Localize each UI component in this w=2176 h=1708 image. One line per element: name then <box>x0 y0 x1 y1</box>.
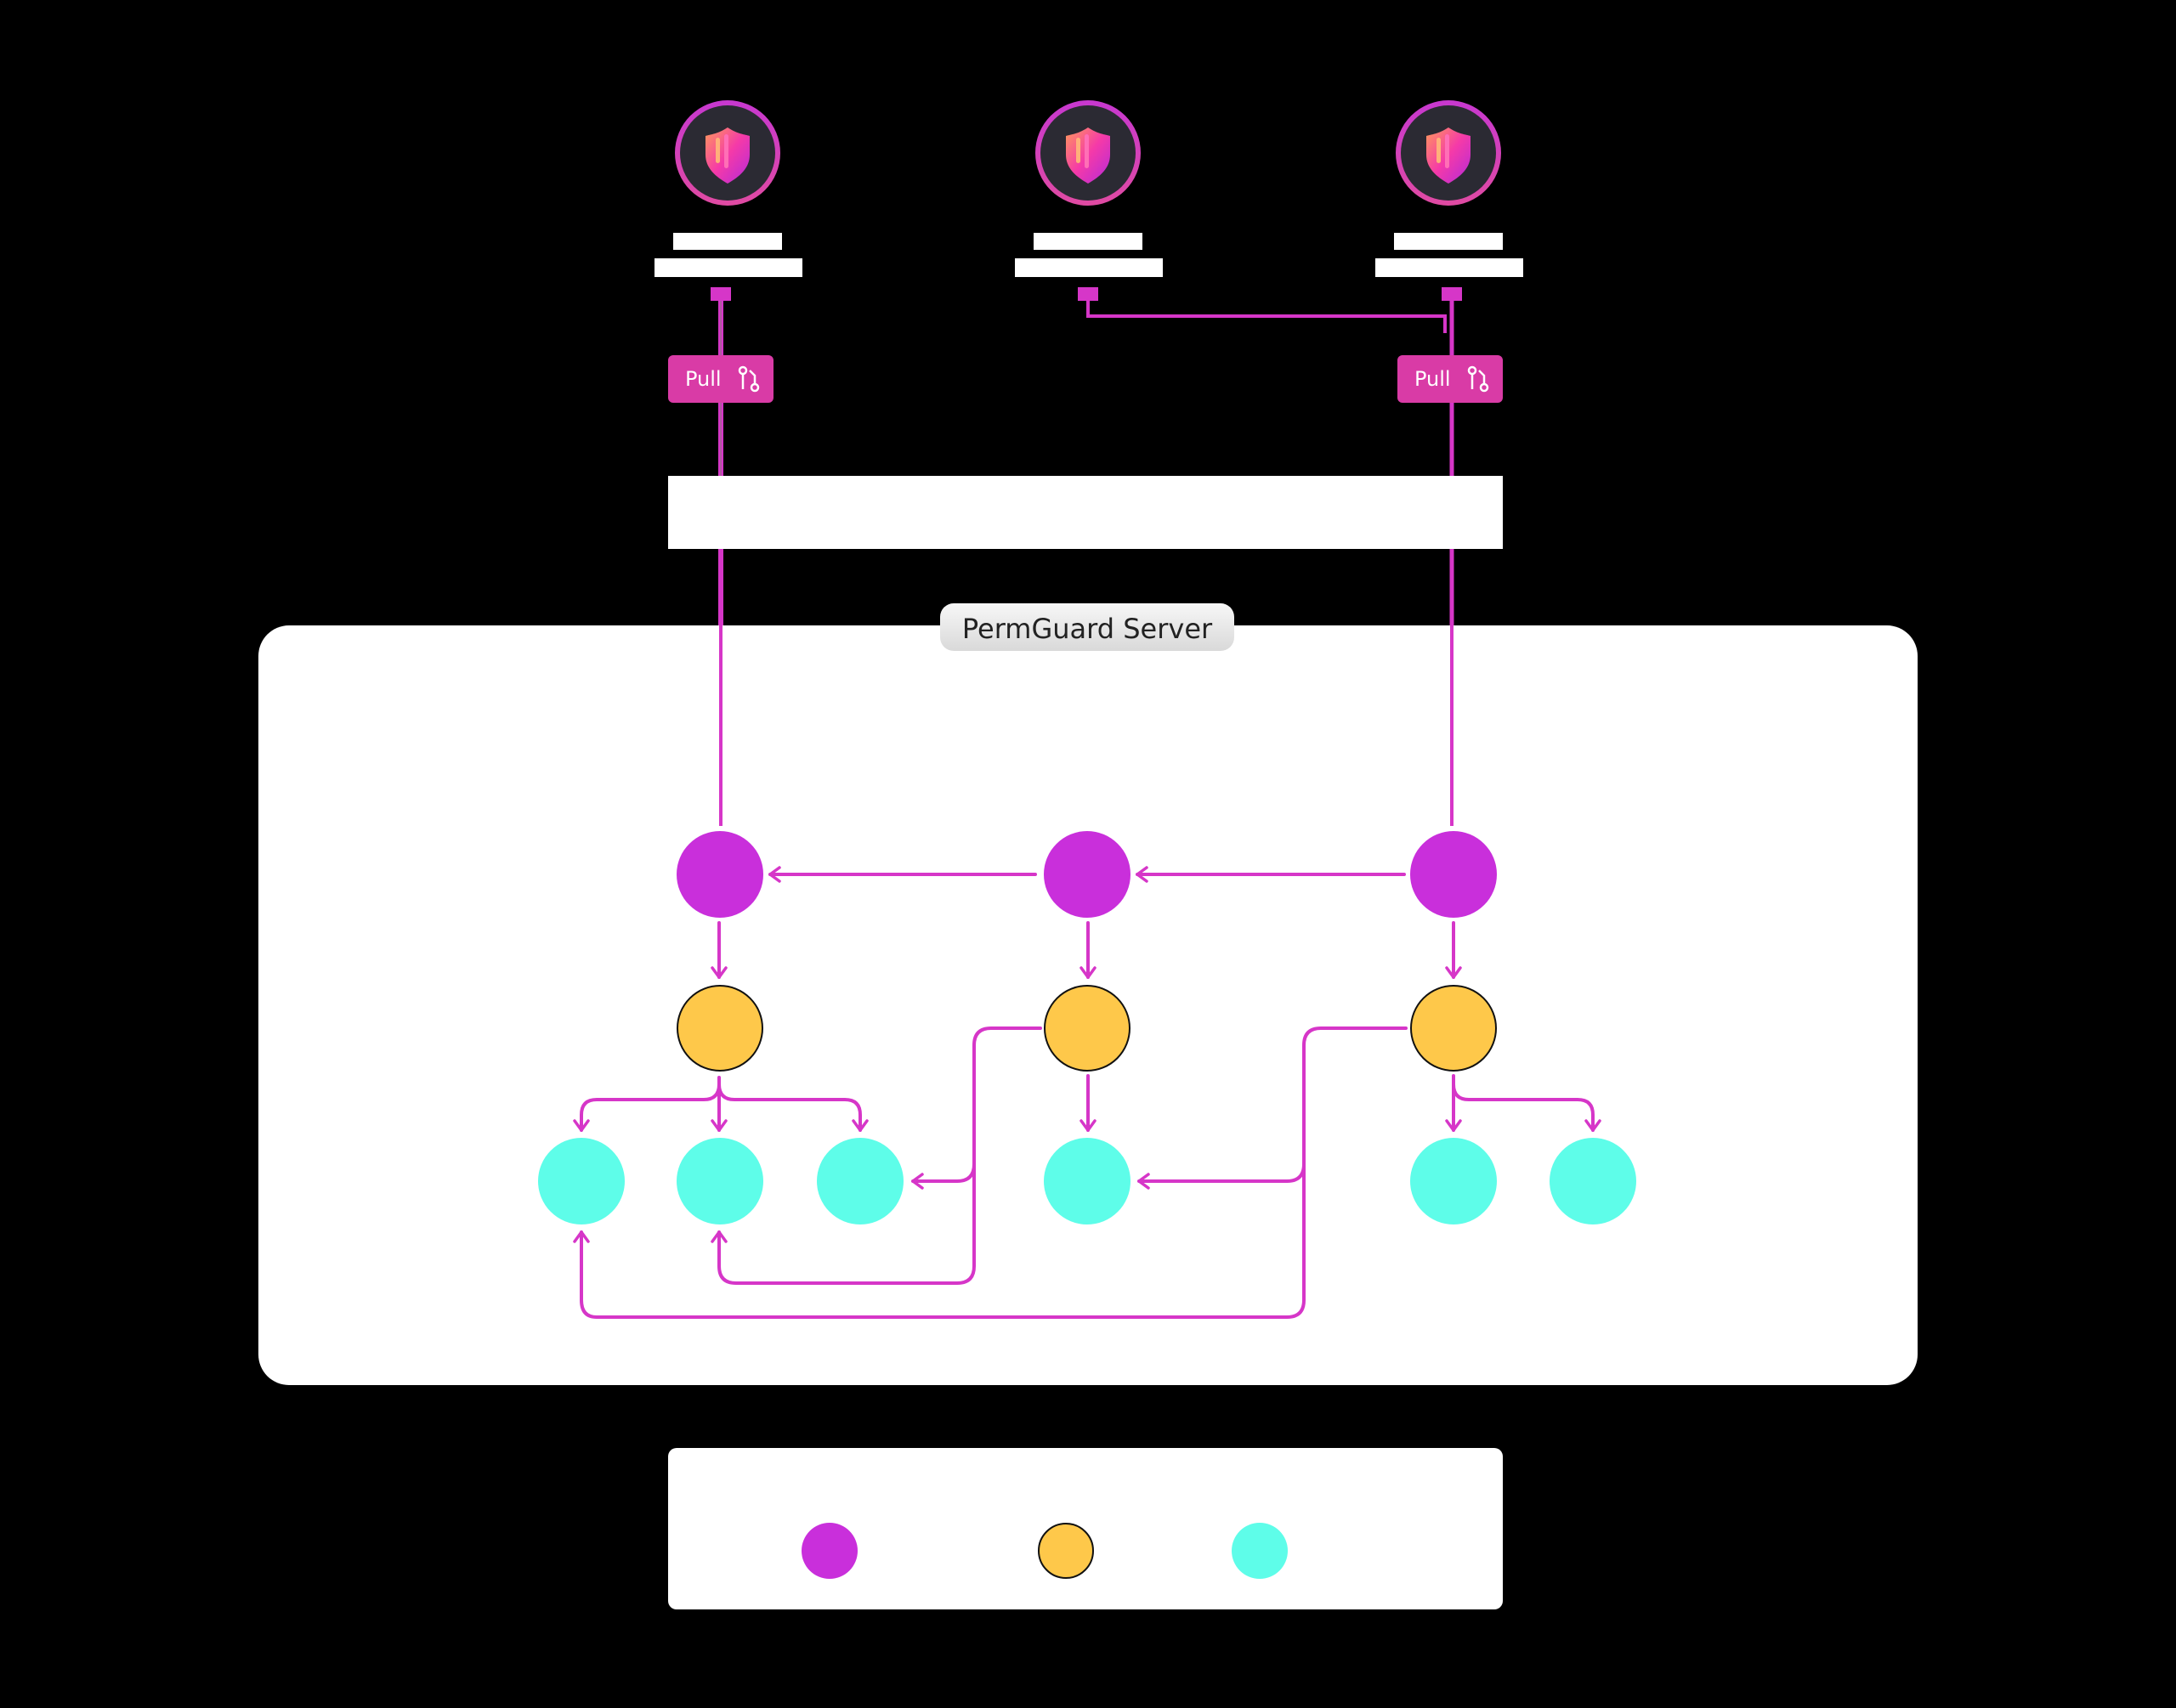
tree-node <box>1410 985 1497 1072</box>
server-label: PermGuard Server <box>962 613 1213 645</box>
leaf-node <box>817 1138 904 1224</box>
pull-badge: Pull <box>668 355 774 403</box>
edge <box>1137 1026 1408 1190</box>
commit-node <box>1410 831 1497 918</box>
agent-name-plate <box>654 233 802 277</box>
pull-request-icon <box>738 365 760 393</box>
legend-leaf-dot <box>1232 1523 1288 1579</box>
agent-node <box>675 100 780 206</box>
server-label-tab: PermGuard Server <box>940 603 1234 651</box>
agent-name-plate <box>1375 233 1523 277</box>
legend-commit-dot <box>802 1523 858 1579</box>
leaf-node <box>677 1138 763 1224</box>
edge <box>573 1162 1306 1319</box>
graph-edges <box>573 866 1601 1319</box>
agent-node <box>1035 100 1141 206</box>
shield-icon <box>1066 127 1110 184</box>
leaf-node <box>1410 1138 1497 1224</box>
edge <box>711 1162 976 1285</box>
leaf-node <box>538 1138 625 1224</box>
edge <box>717 1083 869 1132</box>
agent-node <box>1396 100 1501 206</box>
tree-node <box>677 985 763 1072</box>
sync-connector-middle <box>1078 287 1447 333</box>
commit-node <box>1044 831 1130 918</box>
commit-node <box>677 831 763 918</box>
leaf-node <box>1550 1138 1636 1224</box>
agent-name-plate <box>1015 233 1163 277</box>
edge <box>1452 1083 1601 1132</box>
tree-node <box>1044 985 1130 1072</box>
shield-icon <box>1426 127 1470 184</box>
shield-icon <box>706 127 750 184</box>
legend <box>668 1448 1503 1609</box>
pull-request-icon <box>1467 365 1489 393</box>
pull-badge-label: Pull <box>685 367 722 391</box>
transport-band <box>668 476 1503 549</box>
leaf-node <box>1044 1138 1130 1224</box>
edge <box>573 1083 721 1132</box>
pull-badge: Pull <box>1397 355 1503 403</box>
edge <box>911 1026 1042 1190</box>
pull-badge-label: Pull <box>1414 367 1451 391</box>
legend-tree-dot <box>1038 1523 1094 1579</box>
